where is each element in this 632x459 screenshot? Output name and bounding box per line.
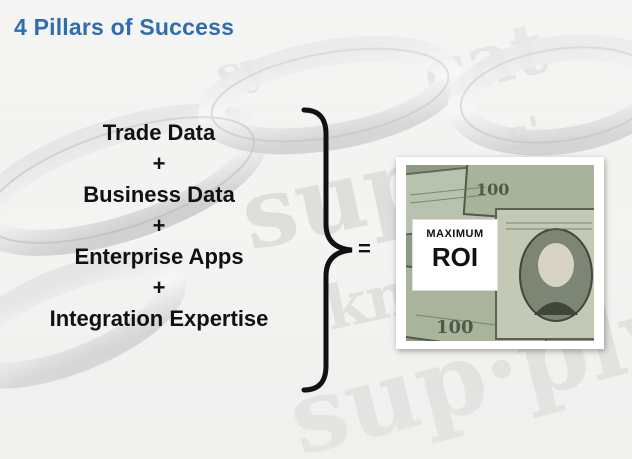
roi-label-roi: ROI xyxy=(431,242,479,272)
svg-text:100: 100 xyxy=(436,317,474,338)
slide-title: 4 Pillars of Success xyxy=(14,14,235,40)
term-enterprise-apps: Enterprise Apps xyxy=(74,244,244,269)
term-trade-data: Trade Data xyxy=(102,120,216,145)
svg-text:100: 100 xyxy=(476,180,509,199)
right-curly-brace xyxy=(301,107,353,393)
term-integration-expertise: Integration Expertise xyxy=(49,306,269,331)
roi-label-box: MAXIMUM ROI xyxy=(412,219,498,291)
roi-picture-frame: 100 100 MAXIMUM ROI xyxy=(396,157,604,349)
roi-label-maximum: MAXIMUM xyxy=(426,228,484,240)
pillars-equation: Trade Data + Business Data + Enterprise … xyxy=(14,118,304,335)
plus-sign: + xyxy=(152,275,166,300)
term-business-data: Business Data xyxy=(83,182,235,207)
plus-sign: + xyxy=(152,151,166,176)
money-image: 100 100 xyxy=(406,165,594,341)
equals-sign: = xyxy=(358,236,371,261)
plus-sign: + xyxy=(152,213,166,238)
